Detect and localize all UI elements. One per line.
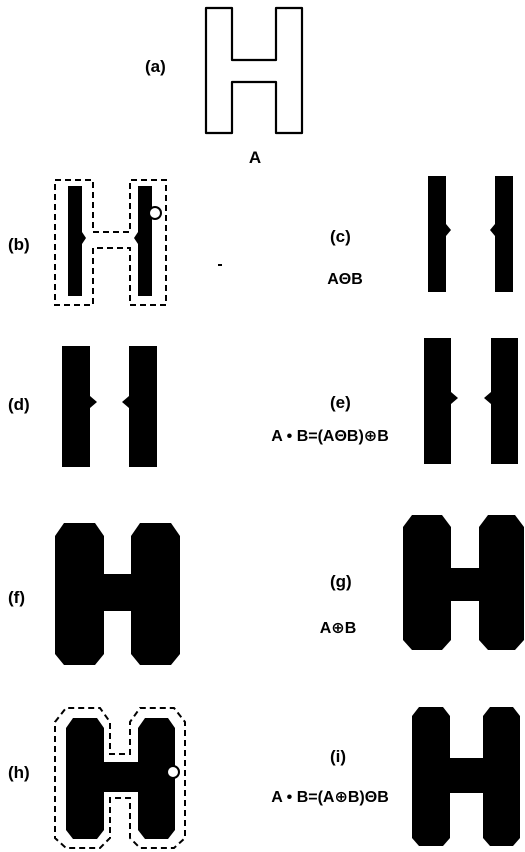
panel-e-caption: A • B=(AΘB)⊕B xyxy=(271,428,389,445)
erosion-right-bar xyxy=(490,176,513,292)
panel-i-label: (i) xyxy=(330,747,346,766)
erosion-left-bar xyxy=(428,176,451,292)
panel-g-label: (g) xyxy=(330,572,352,591)
dashed-original-outline xyxy=(54,179,167,306)
structuring-element-circle xyxy=(148,206,162,220)
panel-i: (i) A • B=(A⊕B)ΘB xyxy=(271,707,520,846)
panel-a-caption: A xyxy=(249,148,261,167)
eroded-right-bar xyxy=(134,186,152,296)
eroded-left-bar xyxy=(68,186,86,296)
panel-f: (f) xyxy=(8,523,180,665)
opening-right-bar xyxy=(122,346,157,467)
panel-h: (h) xyxy=(8,707,186,849)
panel-a-label: (a) xyxy=(145,57,166,76)
result-left-bar xyxy=(424,338,458,464)
panel-e-label: (e) xyxy=(330,393,351,412)
panel-g: (g) A⊕B xyxy=(320,515,524,650)
dilated-h-shape xyxy=(55,523,180,665)
panel-e: (e) A • B=(AΘB)⊕B xyxy=(271,338,518,464)
opening-left-bar xyxy=(62,346,97,467)
h-shape-outline xyxy=(204,6,304,135)
panel-c-label: (c) xyxy=(330,227,351,246)
panel-h-label: (h) xyxy=(8,763,30,782)
panel-a: (a) A xyxy=(145,6,304,167)
closing-h-shape xyxy=(412,707,520,846)
panel-b: (b) xyxy=(8,179,167,306)
panel-d: (d) xyxy=(8,346,157,467)
dashed-dilated-outline xyxy=(54,707,186,849)
closing-process-shape xyxy=(66,718,175,839)
panel-i-caption: A • B=(A⊕B)ΘB xyxy=(271,789,389,806)
panel-c-caption: AΘB xyxy=(327,271,363,288)
dilation-h-shape xyxy=(403,515,524,650)
speck xyxy=(218,264,222,266)
panel-d-label: (d) xyxy=(8,395,30,414)
panel-c: (c) AΘB xyxy=(327,176,513,292)
result-right-bar xyxy=(484,338,518,464)
panel-g-caption: A⊕B xyxy=(320,620,357,637)
structuring-element-circle-2 xyxy=(166,765,180,779)
panel-b-label: (b) xyxy=(8,235,30,254)
panel-f-label: (f) xyxy=(8,588,25,607)
